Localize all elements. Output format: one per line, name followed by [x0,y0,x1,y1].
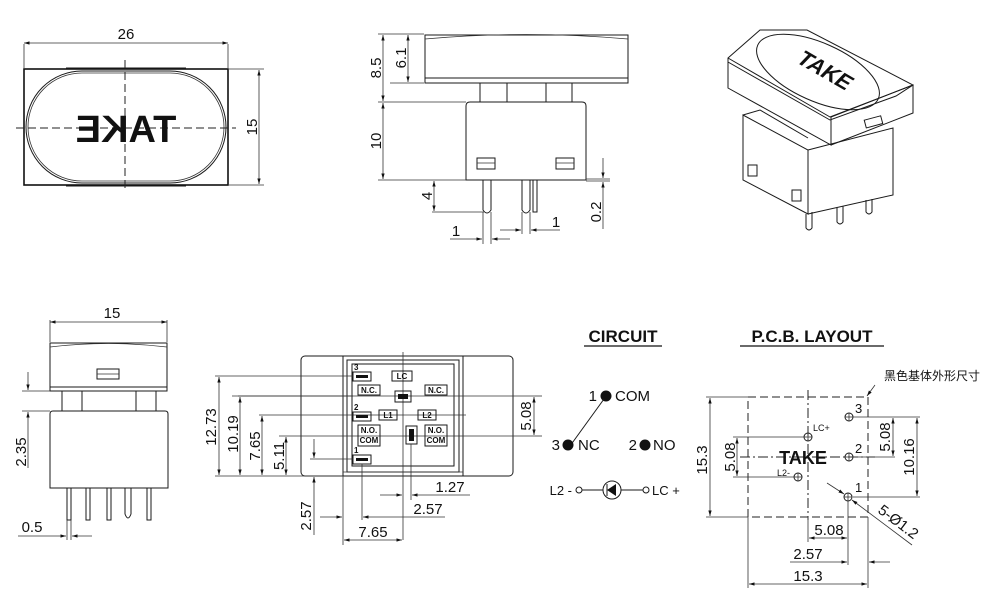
front-pin-dim: 0.5 [22,519,43,536]
bottom-pin-1: 1 [354,446,359,455]
iso-view: TAKE [727,29,914,231]
led-left-label: L2 - [550,483,572,498]
bottom-dim-10-19: 10.19 [225,415,242,453]
pcb-hole-l2 [793,472,803,482]
pcb-layout: P.C.B. LAYOUT 黑色基体外形尺寸 TAKE 3 2 1 LC+ [694,327,980,588]
pcb-width-dim: 15.3 [793,568,822,585]
front-gap-dim: 2.35 [13,437,30,466]
bottom-label-l2: L2 [422,411,432,420]
no-num: 2 [629,437,637,454]
side-body-height-dim: 10 [368,133,385,150]
circuit-title: CIRCUIT [589,327,659,346]
switch-contact [569,398,605,447]
bottom-label-lc: LC [397,372,408,381]
top-take-label-mirrored: TAKE [76,109,177,151]
circuit: CIRCUIT 1 COM 3 NC 2 NO L2 - LC + [550,327,680,500]
bottom-dim-2-57-v: 2.57 [298,501,315,530]
bottom-label-com-left: COM [360,436,379,445]
bottom-pin-2: 2 [354,403,359,412]
pcb-pin-3: 3 [855,401,862,416]
bottom-label-no-left: N.O. [361,426,377,435]
side-pin-length-dim: 4 [419,192,436,200]
pcb-height-dim: 15.3 [694,445,711,474]
bottom-pin-3: 3 [354,363,359,372]
side-pin-width-right-dim: 1 [552,214,560,231]
pcb-hole-2 [844,452,854,462]
nc-terminal [562,439,574,451]
pcb-title: P.C.B. LAYOUT [752,327,874,346]
bottom-label-nc-left: N.C. [361,386,377,395]
pcb-pin-2: 2 [855,441,862,456]
side-standoff-dim: 0.2 [588,202,605,223]
front-width-dim: 15 [104,305,121,322]
pcb-l2-minus: L2- [777,468,790,478]
com-num: 1 [589,388,597,405]
side-view: 8.5 6.1 10 4 1 1 0.2 [368,33,629,244]
nc-label: NC [578,437,600,454]
iso-take-label: TAKE [791,47,859,94]
pcb-hole-lc [803,432,813,442]
top-view: 26 TAKE 15 [16,26,264,192]
com-terminal [600,390,612,402]
front-view: 15 2.35 0.5 [13,305,169,540]
nc-num: 3 [552,437,560,454]
bottom-label-l1: L1 [383,411,393,420]
pcb-edge-dim: 2.57 [793,546,822,563]
pcb-led-pitch-dim: 5.08 [722,442,739,471]
pcb-take-label: TAKE [779,448,827,468]
bottom-dim-5-11: 5.11 [271,442,288,470]
bottom-dim-7-65-v: 7.65 [247,431,264,460]
top-height-dim: 15 [244,119,261,136]
side-pin-width-left-dim: 1 [452,223,460,240]
bottom-label-no-right: N.O. [428,426,444,435]
bottom-dim-7-65-h: 7.65 [358,524,387,541]
pcb-note: 黑色基体外形尺寸 [884,369,980,383]
side-cap-total-dim: 8.5 [368,58,385,79]
pcb-pin-1: 1 [855,480,862,495]
side-cap-height-dim: 6.1 [393,48,410,69]
pcb-lc-plus: LC+ [813,423,830,433]
pcb-pin-pitch-dim: 5.08 [877,422,894,451]
no-terminal [639,439,651,451]
bottom-dim-1-27: 1.27 [435,479,464,496]
pcb-h-offset-dim: 5.08 [814,522,843,539]
bottom-dim-12-73: 12.73 [203,408,220,446]
top-width-dim: 26 [118,26,135,43]
bottom-label-nc-right: N.C. [428,386,444,395]
no-label: NO [653,437,676,454]
com-label: COM [615,388,650,405]
bottom-dim-5-08: 5.08 [518,401,535,430]
pcb-hole-1 [843,492,853,502]
pcb-hole-3 [844,412,854,422]
bottom-view: 3 2 1 LC N.C. N.C. L1 L2 N.O. COM N.O. C… [203,352,542,545]
led-right-label: LC + [652,483,680,498]
pcb-pin-span-dim: 10.16 [901,438,918,476]
bottom-dim-2-57-h: 2.57 [413,501,442,518]
top-outline [23,68,229,186]
top-oval [25,70,227,184]
bottom-label-com-right: COM [427,436,446,445]
front-pins [66,487,152,521]
